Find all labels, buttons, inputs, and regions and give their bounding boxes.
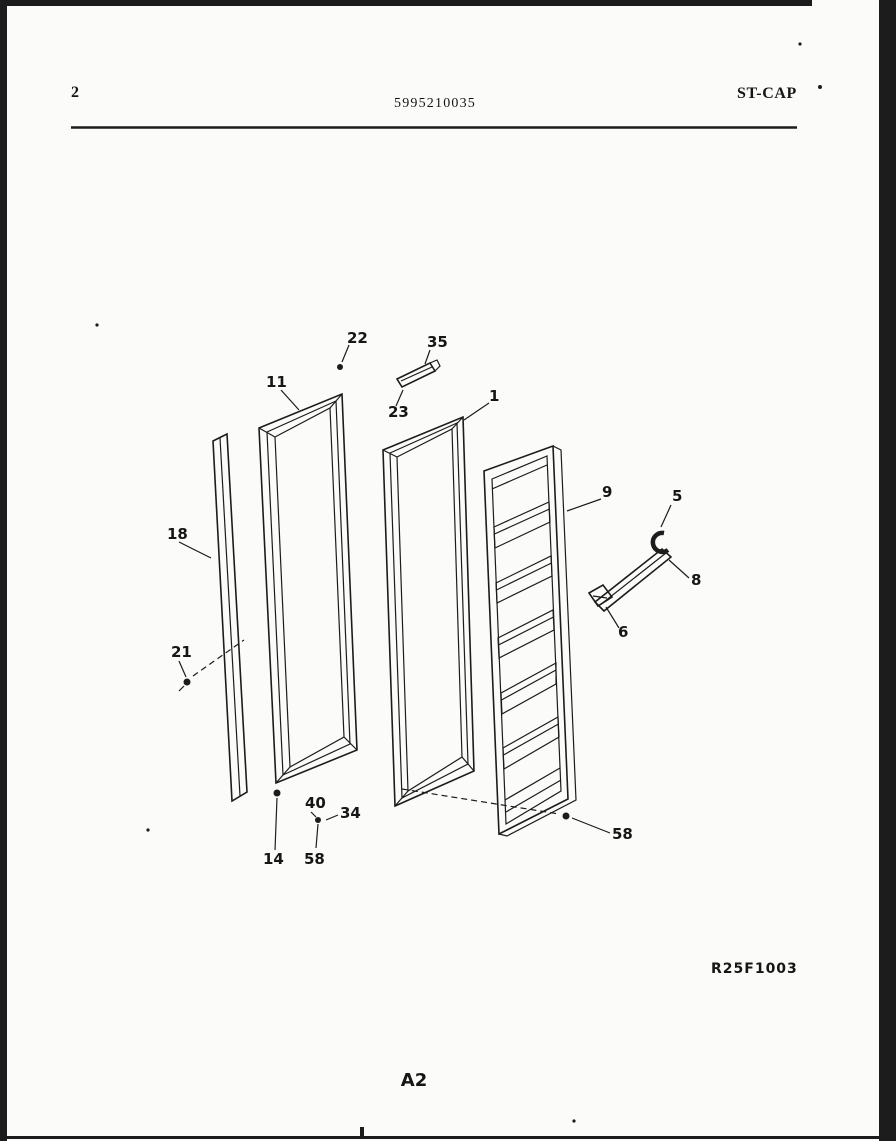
alignment-dashlines — [192, 639, 560, 815]
gasket-frame-part-11 — [258, 392, 358, 785]
trim-strip-part-18 — [212, 432, 248, 803]
callout-58-left: 58 — [304, 850, 325, 868]
callout-1: 1 — [489, 387, 499, 405]
scan-speck — [95, 42, 822, 1123]
callout-23: 23 — [388, 403, 409, 421]
door-liner-part-9 — [483, 444, 577, 837]
screw-part-22 — [337, 364, 343, 370]
callout-9: 9 — [602, 483, 612, 501]
callout-22: 22 — [347, 329, 368, 347]
callout-11: 11 — [266, 373, 287, 391]
callout-6: 6 — [618, 623, 628, 641]
screw-part-14 — [273, 789, 281, 797]
callout-14: 14 — [263, 850, 284, 868]
handle-bar-part-8 — [593, 547, 673, 613]
screw-part-40 — [315, 817, 321, 823]
document-number: 5995210035 — [394, 96, 476, 111]
callout-18: 18 — [167, 525, 188, 543]
callout-8: 8 — [691, 571, 701, 589]
screw-part-21 — [178, 678, 191, 692]
figure-code: R25F1003 — [711, 961, 798, 977]
callout-40: 40 — [305, 794, 326, 812]
callout-5: 5 — [672, 487, 682, 505]
callout-58-right: 58 — [612, 825, 633, 843]
callout-34: 34 — [340, 804, 361, 822]
callout-35: 35 — [427, 333, 448, 351]
page-code: A2 — [401, 1070, 427, 1091]
door-panel-part-1 — [382, 415, 475, 808]
top-bracket-part-23-35 — [395, 359, 441, 389]
end-clip-part-5 — [650, 530, 670, 555]
callout-21: 21 — [171, 643, 192, 661]
screw-part-58 — [562, 812, 570, 820]
page-number: 2 — [71, 84, 79, 101]
leader-lines — [178, 344, 690, 851]
section-code: ST-CAP — [737, 85, 797, 102]
handle-bracket-part-6 — [587, 583, 614, 608]
